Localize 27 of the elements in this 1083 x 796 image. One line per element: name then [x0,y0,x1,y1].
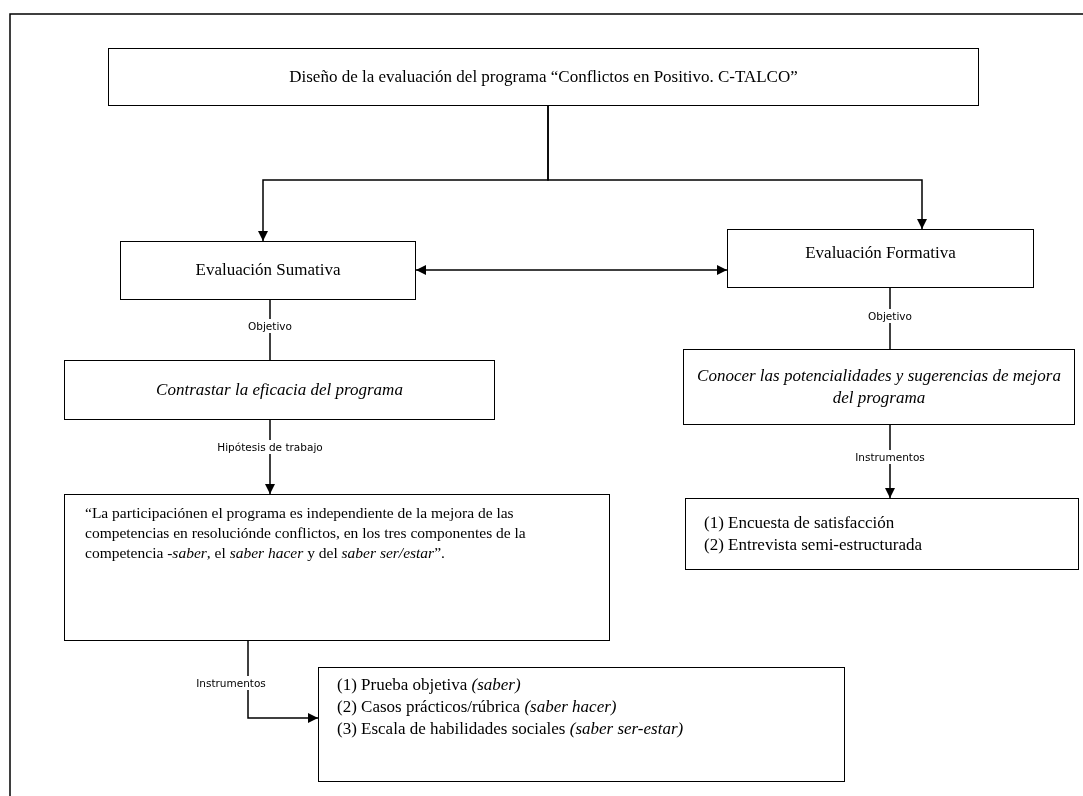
box-text: Conocer las potencialidades y sugerencias de mejora del programa [696,364,1062,409]
text-box [683,349,1075,425]
text-box [64,360,495,420]
arrow [415,265,728,275]
box-text: Evaluación Sumativa [194,259,342,282]
text-box [685,498,1079,570]
edge-label: Hipótesis de trabajo [215,440,325,454]
box-text: (2) Casos prácticos/rúbrica (saber hacer) [337,696,618,719]
edge-label: Instrumentos [853,450,927,464]
edge-label: Objetivo [246,319,294,333]
box-text: “La participaciónen el programa es independiente de la mejora de las competencias en resoluciónde conflictos, en los tres componentes de la competencia -saber, el saber hacer y del saber ser/estar”. [85,503,527,564]
box-text: (1) Prueba objetiva (saber) [337,674,522,696]
text-box [108,48,979,106]
text-box [64,494,610,641]
edge-label: Instrumentos [194,676,268,690]
box-text: (2) Entrevista semi-estructurada [704,534,924,556]
box-text: Diseño de la evaluación del programa “Conflictos en Positivo. C-TALCO” [288,65,799,88]
box-text: Contrastar la eficacia del programa [155,378,404,401]
box-text: (3) Escala de habilidades sociales (saber ser-estar) [337,718,685,741]
box-text: Evaluación Formativa [804,242,957,264]
text-box [318,667,845,782]
edge-label: Objetivo [866,309,914,323]
box-text: (1) Encuesta de satisfacción [704,511,896,534]
text-box [727,229,1034,288]
arrow [547,105,927,230]
text-box [120,241,416,300]
arrow [247,640,319,723]
